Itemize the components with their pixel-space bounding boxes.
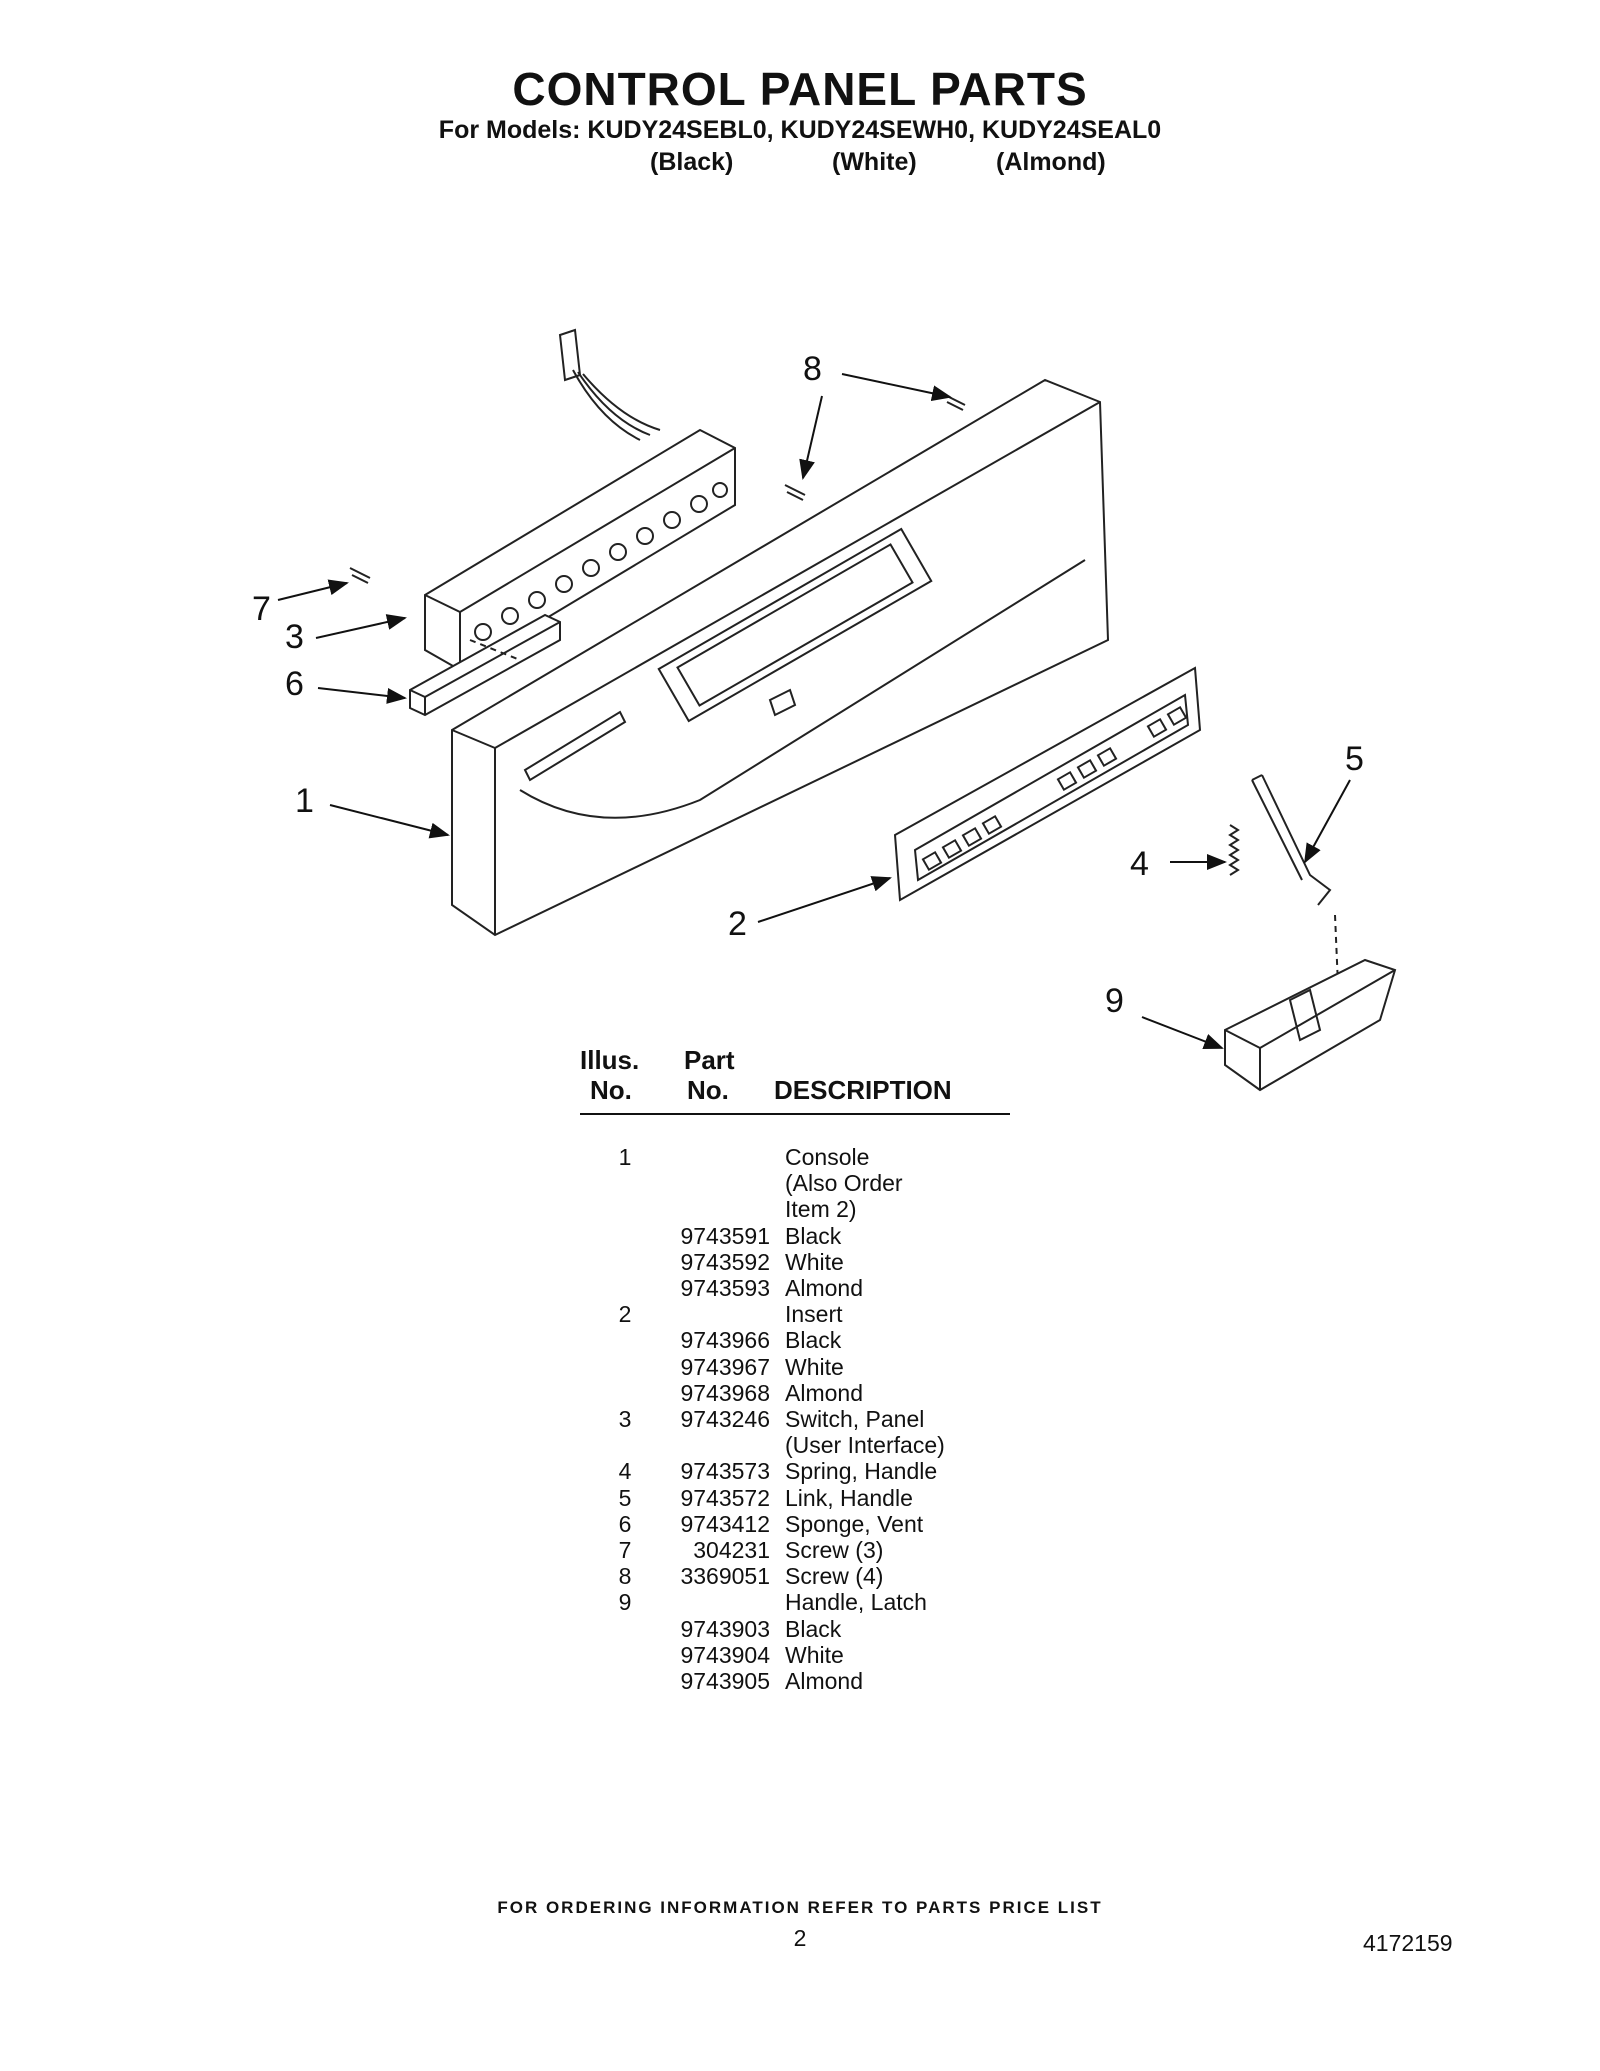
- table-row: 5 9743572 Link, Handle: [0, 1485, 1600, 1511]
- part-no-cell: 9743591: [680, 1222, 770, 1249]
- illus-no-cell: 6: [618, 1510, 632, 1537]
- description-cell: Switch, Panel: [785, 1406, 925, 1432]
- model-color-black: (Black): [650, 148, 734, 176]
- table-row: (User Interface): [0, 1432, 1600, 1458]
- part-no-cell: 9743593: [680, 1275, 770, 1301]
- table-row: 9 Handle, Latch: [0, 1589, 1600, 1615]
- description-cell: White: [785, 1641, 844, 1668]
- models-subtitle: For Models: KUDY24SEBL0, KUDY24SEWH0, KU…: [438, 116, 1162, 144]
- table-row: 7 304231 Screw (3): [0, 1537, 1600, 1563]
- table-row: (Also Order: [0, 1170, 1600, 1196]
- part-no-cell: 9743573: [680, 1458, 770, 1485]
- description-cell: Screw (4): [785, 1563, 884, 1590]
- exploded-parts-diagram: 1 2 3 4 5 6 7 8 9: [252, 328, 1397, 1092]
- link-part: [1251, 774, 1339, 986]
- table-row: 3 9743246 Switch, Panel: [0, 1406, 1600, 1432]
- callout-8: 8: [803, 350, 822, 388]
- description-cell: Insert: [785, 1301, 843, 1328]
- table-row: Item 2): [0, 1196, 1600, 1222]
- illus-no-cell: 8: [618, 1563, 632, 1590]
- description-cell: Almond: [785, 1668, 863, 1694]
- part-no-cell: 304231: [693, 1537, 770, 1563]
- description-cell: Almond: [785, 1275, 863, 1301]
- header-part-2: No.: [687, 1075, 729, 1105]
- insert-part: [893, 666, 1202, 902]
- switch-panel-part: [424, 328, 736, 672]
- ordering-footer: FOR ORDERING INFORMATION REFER TO PARTS …: [497, 1898, 1103, 1917]
- part-no-cell: 3369051: [680, 1563, 770, 1590]
- table-row: 8 3369051 Screw (4): [0, 1563, 1600, 1589]
- header-description: DESCRIPTION: [774, 1075, 952, 1105]
- console-part: [451, 378, 1110, 937]
- sponge-vent-part: [409, 613, 561, 717]
- part-no-cell: 9743966: [680, 1327, 770, 1354]
- table-row: 2 Insert: [0, 1301, 1600, 1327]
- header-illus-1: Illus.: [580, 1045, 640, 1075]
- callout-3: 3: [285, 618, 304, 656]
- description-cell: Screw (3): [785, 1537, 884, 1563]
- description-cell: Almond: [785, 1379, 863, 1406]
- description-cell: Spring, Handle: [785, 1458, 938, 1485]
- illus-no-cell: 4: [618, 1458, 632, 1485]
- description-cell: (Also Order: [785, 1170, 903, 1197]
- header-rule: [580, 1113, 1010, 1115]
- header-part-1: Part: [684, 1045, 735, 1075]
- illus-no-cell: 5: [618, 1484, 632, 1511]
- illus-no-cell: 2: [618, 1301, 632, 1328]
- table-row: 9743903 Black: [0, 1616, 1600, 1642]
- table-row: 1 Console: [0, 1144, 1600, 1170]
- description-cell: Item 2): [785, 1196, 857, 1223]
- description-cell: Black: [785, 1615, 842, 1642]
- illus-no-cell: 1: [618, 1144, 632, 1170]
- description-cell: Handle, Latch: [785, 1589, 927, 1616]
- latch-handle-part: [1224, 958, 1397, 1092]
- description-cell: Console: [785, 1144, 870, 1170]
- part-no-cell: 9743904: [680, 1641, 770, 1668]
- callout-5: 5: [1345, 740, 1364, 778]
- callout-2: 2: [728, 905, 747, 943]
- callout-4: 4: [1130, 845, 1149, 883]
- table-row: 9743591 Black: [0, 1223, 1600, 1249]
- description-cell: White: [785, 1353, 844, 1380]
- description-cell: (User Interface): [785, 1432, 945, 1459]
- spring-part: [1228, 824, 1240, 876]
- callout-6: 6: [285, 665, 304, 703]
- part-no-cell: 9743592: [680, 1248, 770, 1275]
- illus-no-cell: 3: [618, 1406, 632, 1432]
- part-no-cell: 9743967: [680, 1353, 770, 1380]
- description-cell: Black: [785, 1222, 842, 1249]
- part-no-cell: 9743412: [680, 1510, 770, 1537]
- table-row: 9743966 Black: [0, 1327, 1600, 1353]
- page-number: 2: [793, 1925, 807, 1951]
- part-no-cell: 9743905: [680, 1668, 770, 1694]
- table-row: 9743967 White: [0, 1354, 1600, 1380]
- screw-parts: [349, 394, 966, 584]
- callout-9: 9: [1105, 982, 1124, 1020]
- description-cell: White: [785, 1248, 844, 1275]
- page-title: CONTROL PANEL PARTS: [512, 63, 1088, 115]
- callout-7: 7: [252, 590, 271, 628]
- table-row: 9743905 Almond: [0, 1668, 1600, 1694]
- header-illus-2: No.: [590, 1075, 632, 1105]
- part-no-cell: 9743903: [680, 1615, 770, 1642]
- description-cell: Link, Handle: [785, 1484, 913, 1511]
- document-number: 4172159: [1363, 1930, 1453, 1956]
- part-no-cell: 9743246: [680, 1406, 770, 1432]
- part-no-cell: 9743572: [680, 1484, 770, 1511]
- table-row: 9743904 White: [0, 1642, 1600, 1668]
- table-row: 6 9743412 Sponge, Vent: [0, 1511, 1600, 1537]
- model-color-white: (White): [832, 148, 917, 176]
- part-no-cell: 9743968: [680, 1379, 770, 1406]
- illus-no-cell: 7: [618, 1537, 632, 1563]
- illus-no-cell: 9: [618, 1589, 632, 1616]
- table-row: 9743593 Almond: [0, 1275, 1600, 1301]
- model-color-almond: (Almond): [996, 148, 1106, 176]
- table-row: 9743968 Almond: [0, 1380, 1600, 1406]
- description-cell: Black: [785, 1327, 842, 1354]
- description-cell: Sponge, Vent: [785, 1510, 924, 1537]
- table-row: 4 9743573 Spring, Handle: [0, 1458, 1600, 1484]
- callout-1: 1: [295, 782, 314, 820]
- table-row: 9743592 White: [0, 1249, 1600, 1275]
